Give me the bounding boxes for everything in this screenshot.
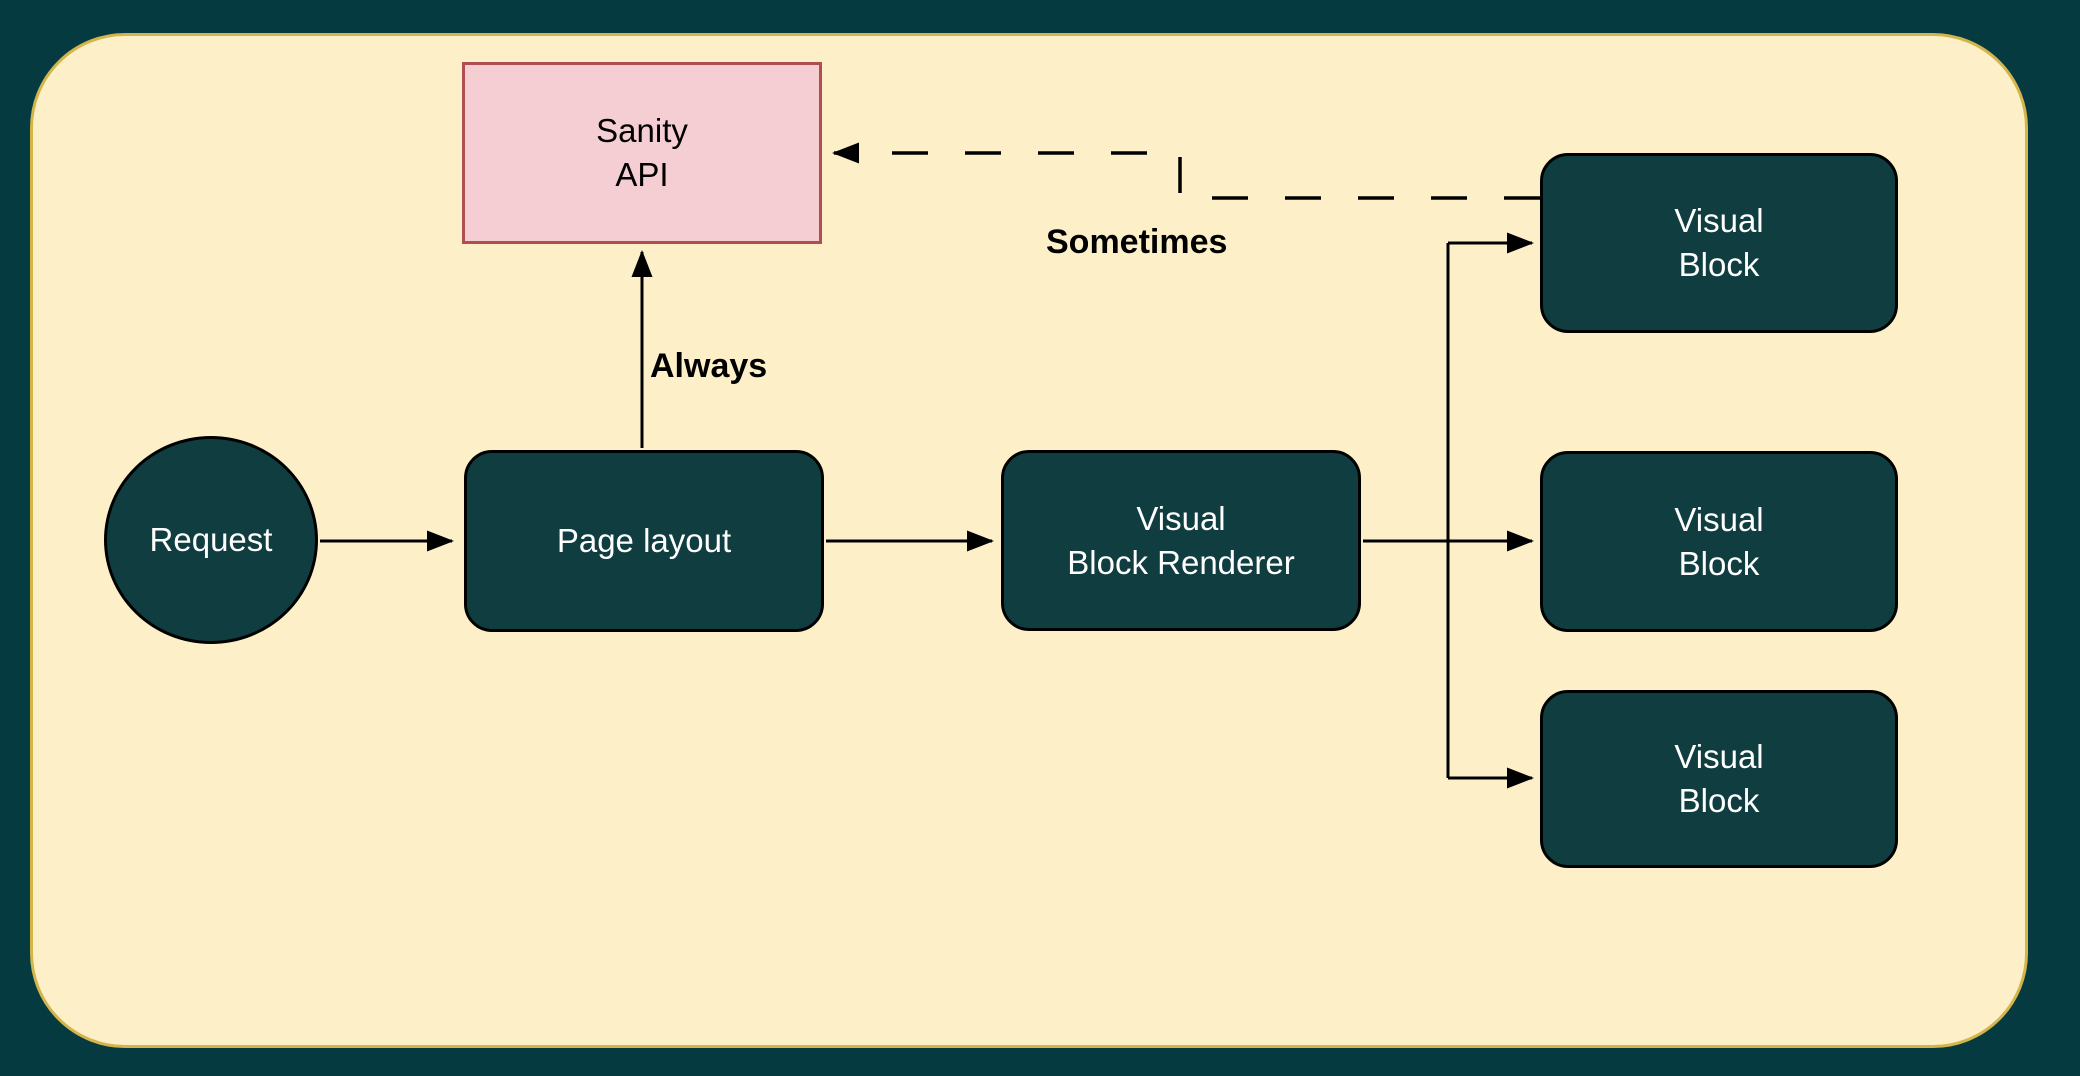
node-visual-block-renderer-label-line2: Block Renderer — [1067, 543, 1295, 581]
node-visual-block-top: Visual Block — [1540, 153, 1898, 333]
node-visual-block-renderer-label-line1: Visual — [1136, 499, 1226, 537]
node-visual-block-middle-label-line2: Block — [1678, 544, 1760, 582]
node-sanity-api-label-line2: API — [615, 156, 669, 193]
node-visual-block-middle: Visual Block — [1540, 451, 1898, 632]
edge-label-always: Always — [650, 347, 768, 385]
node-visual-block-bottom-label-line1: Visual — [1674, 738, 1764, 776]
node-request-label: Request — [149, 521, 273, 559]
node-page-layout: Page layout — [464, 450, 824, 632]
node-sanity-api: Sanity API — [462, 62, 822, 244]
node-visual-block-bottom: Visual Block — [1540, 690, 1898, 868]
node-visual-block-renderer: Visual Block Renderer — [1001, 450, 1361, 631]
node-request: Request — [104, 436, 318, 644]
node-sanity-api-label-line1: Sanity — [596, 112, 688, 150]
node-visual-block-middle-label-line1: Visual — [1674, 500, 1764, 538]
node-visual-block-top-label-line1: Visual — [1674, 202, 1764, 240]
edge-label-sometimes: Sometimes — [1046, 223, 1228, 261]
node-visual-block-top-label-line2: Block — [1678, 246, 1760, 283]
node-page-layout-label: Page layout — [556, 522, 732, 560]
node-visual-block-bottom-label-line2: Block — [1678, 782, 1760, 819]
